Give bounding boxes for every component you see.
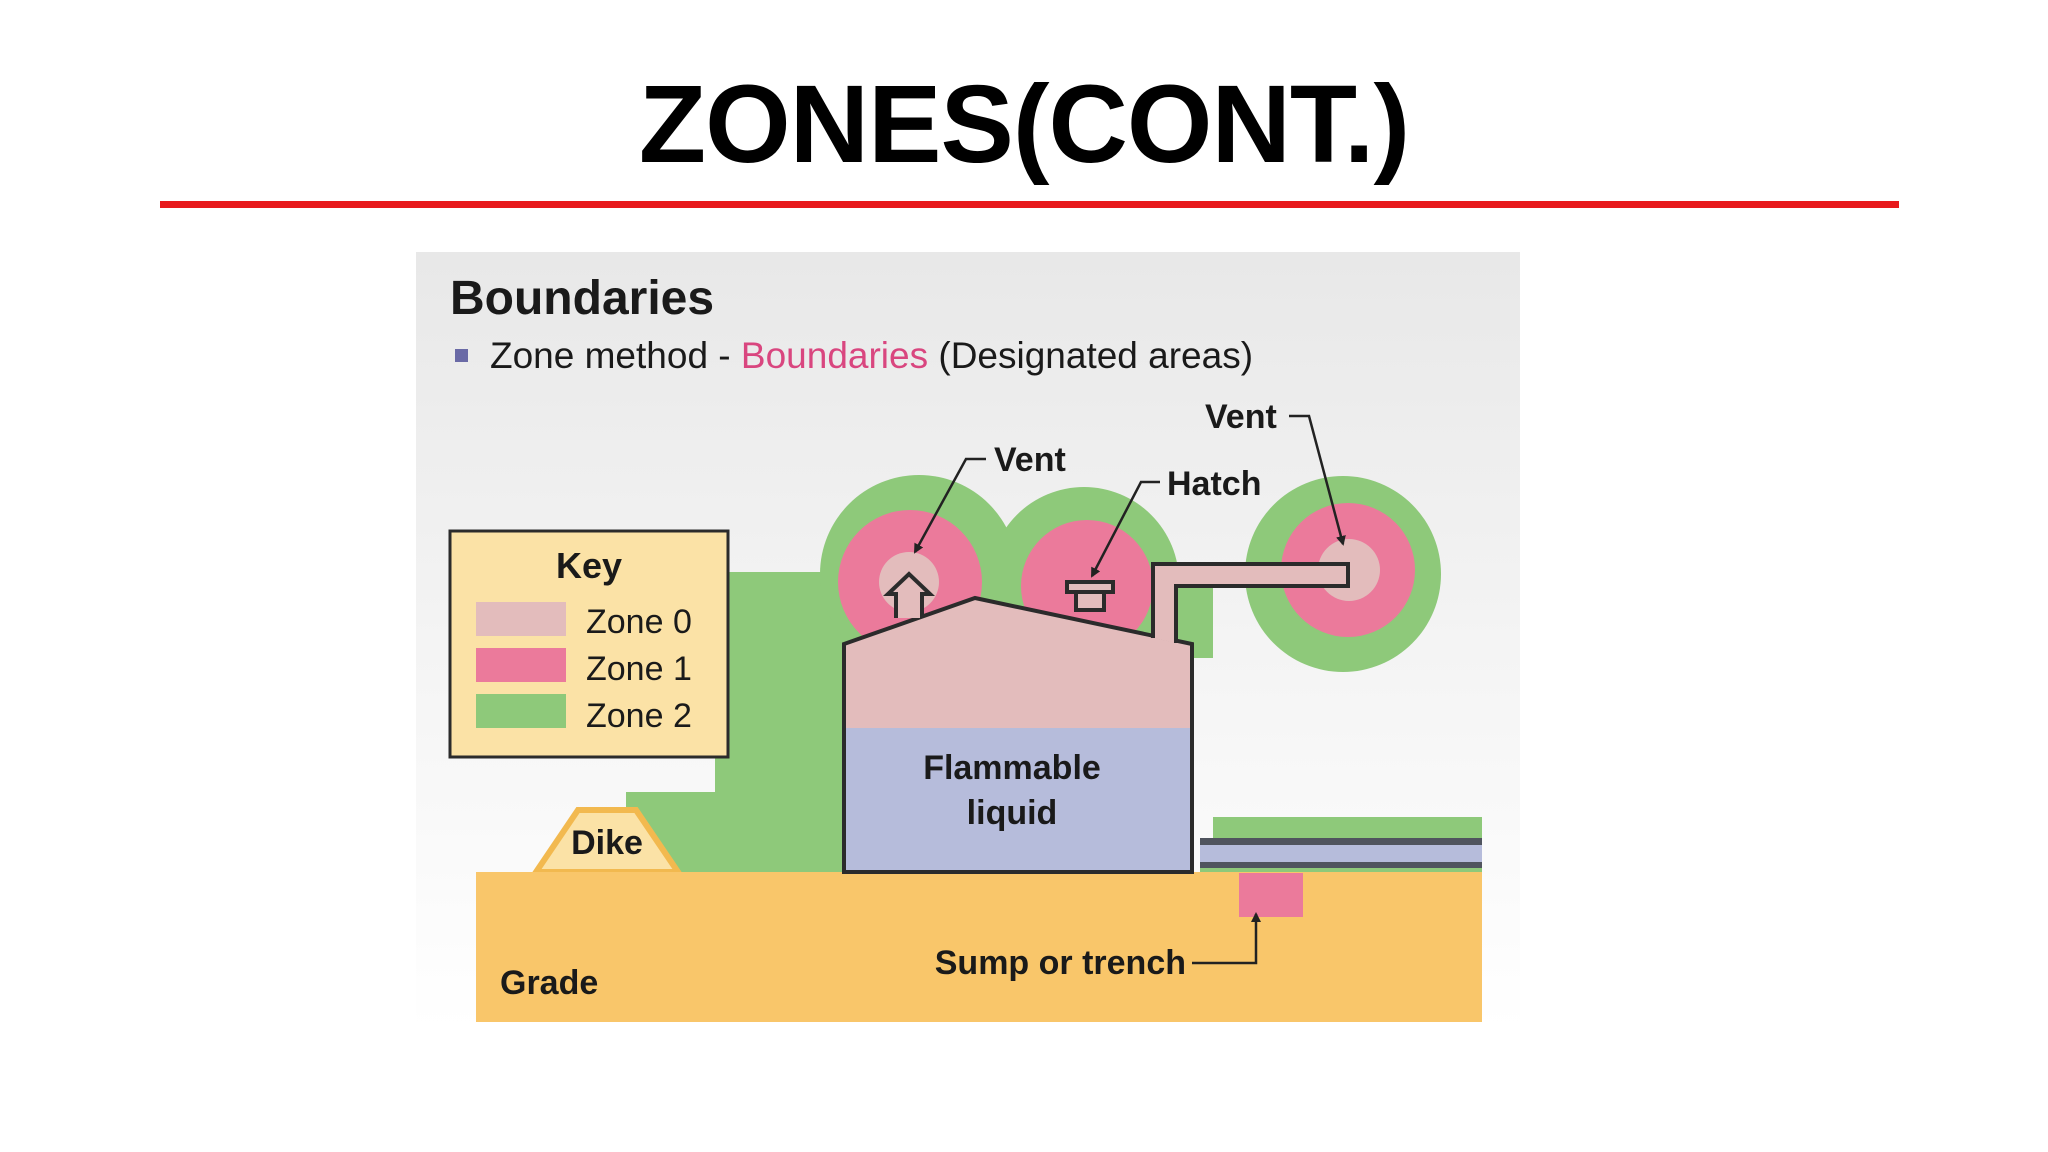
sump-trench	[1239, 873, 1303, 917]
pipe	[1200, 838, 1482, 872]
hatch-arrow	[1090, 480, 1160, 578]
bullet-text: Zone method - Boundaries (Designated are…	[490, 335, 1253, 376]
vent-left-shape	[883, 571, 935, 618]
label-dike: Dike	[571, 824, 643, 862]
legend-label-zone-2: Zone 2	[586, 697, 692, 735]
label-liquid-line-1: Flammable	[923, 749, 1101, 787]
label-grade: Grade	[500, 964, 598, 1002]
tank	[842, 595, 1194, 874]
bullet-marker	[455, 349, 468, 362]
legend-label-zone-1: Zone 1	[586, 650, 692, 688]
sump-arrow	[1192, 912, 1261, 965]
bullet-prefix: Zone method -	[490, 335, 741, 376]
legend-key: Key Zone 0 Zone 1 Zone 2	[448, 529, 730, 759]
vent-left-arrow	[913, 457, 986, 554]
figure-heading: Boundaries	[450, 272, 714, 325]
title-divider	[160, 201, 1899, 208]
legend-title: Key	[556, 545, 622, 586]
zone-diagram-svg: Boundaries Zone method - Boundaries (Des…	[416, 252, 1520, 1030]
label-hatch: Hatch	[1167, 465, 1261, 503]
label-vent-left: Vent	[994, 441, 1066, 479]
label-sump-trench: Sump or trench	[935, 944, 1186, 982]
vent-pipe-right	[1151, 562, 1350, 643]
zone-boundaries-figure: Boundaries Zone method - Boundaries (Des…	[416, 252, 1520, 1030]
legend-swatch-zone-0	[476, 602, 566, 636]
grade-ground	[476, 872, 1482, 1022]
hatch-shape	[1065, 580, 1115, 612]
label-vent-right: Vent	[1205, 398, 1277, 436]
legend-swatch-zone-2	[476, 694, 566, 728]
vent-right-arrow	[1289, 414, 1346, 546]
bullet-highlight: Boundaries	[741, 335, 928, 376]
flammable-liquid-area	[844, 728, 1192, 872]
slide-title: ZONES(CONT.)	[638, 63, 1410, 186]
leader-lines	[913, 414, 1346, 965]
legend-label-zone-0: Zone 0	[586, 603, 692, 641]
label-liquid-line-2: liquid	[967, 794, 1058, 832]
legend-swatch-zone-1	[476, 648, 566, 682]
bullet-suffix: (Designated areas)	[928, 335, 1253, 376]
